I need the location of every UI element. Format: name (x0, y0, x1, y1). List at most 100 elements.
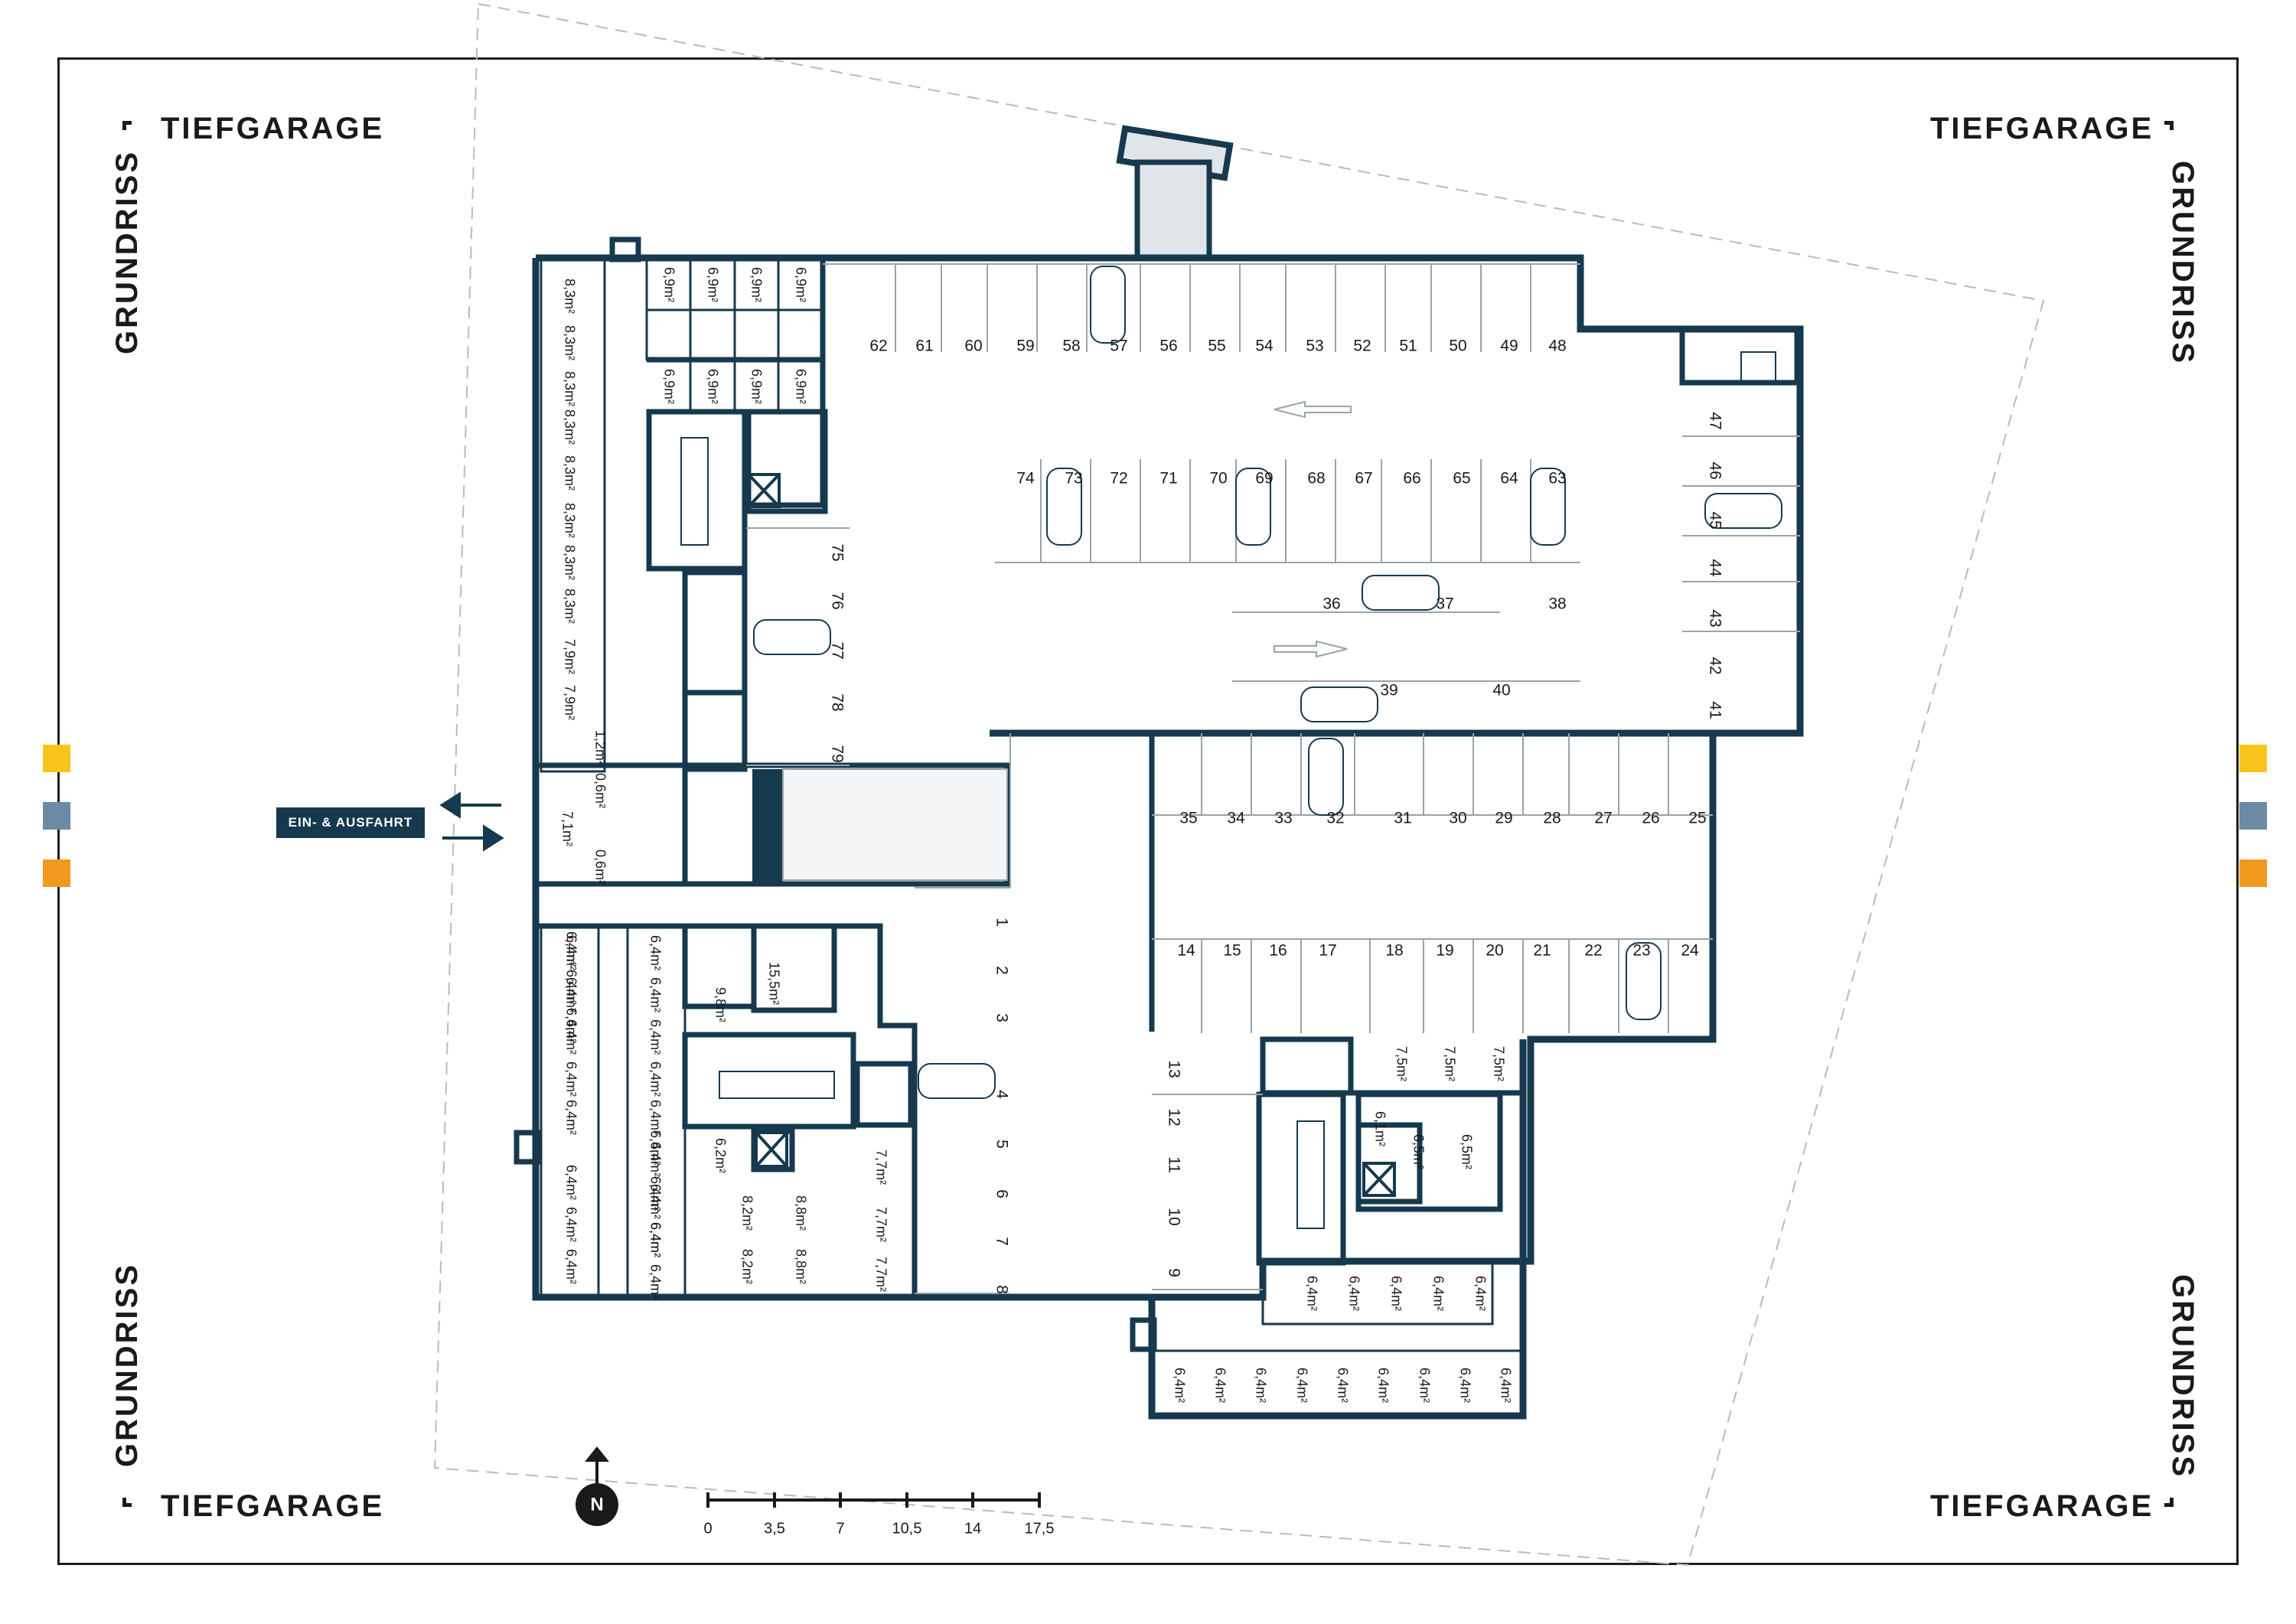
parking-number: 24 (1681, 942, 1699, 960)
parking-number: 64 (1500, 470, 1518, 488)
storage-grid (540, 259, 1525, 1417)
storage-area: 7,5m² (1394, 1046, 1409, 1081)
storage-area: 8,3m² (562, 589, 577, 624)
parking-number: 12 (1165, 1108, 1182, 1126)
entrance-arrows (439, 791, 504, 852)
parking-number: 37 (1436, 595, 1453, 613)
storage-area: 6,4m² (647, 1142, 663, 1177)
storage-area: 6,9m² (661, 267, 677, 302)
scale-bar (706, 1492, 1041, 1508)
parking-number: 8 (993, 1285, 1010, 1294)
parking-number: 77 (828, 641, 846, 659)
swatch-yellow-right (2239, 745, 2267, 772)
car-symbols (753, 266, 1782, 1099)
storage-area: 6,4m² (563, 1061, 579, 1097)
parking-number: 61 (915, 338, 933, 355)
scale-tick-label: 10,5 (892, 1520, 922, 1537)
parking-number: 74 (1016, 470, 1035, 488)
scale-tick-label: 17,5 (1025, 1520, 1055, 1537)
parking-number: 20 (1486, 942, 1503, 960)
storage-area: 6,4m² (563, 1207, 579, 1242)
storage-area: 6,5m² (1459, 1134, 1474, 1169)
storage-area: 6,4m² (647, 1176, 663, 1211)
outer-walls (532, 254, 1804, 1420)
storage-area: 6,4m² (647, 977, 663, 1013)
inner-walls (514, 236, 1800, 1352)
storage-area: 6,4m² (1375, 1368, 1391, 1403)
storage-area: 8,2m² (739, 1195, 755, 1231)
storage-area: 7,9m² (562, 639, 577, 674)
parking-number: 52 (1353, 338, 1371, 355)
parking-number: 13 (1165, 1060, 1182, 1078)
parking-number: 7 (993, 1237, 1010, 1246)
parking-number: 3 (993, 1013, 1010, 1022)
storage-area: 9,8m² (713, 987, 728, 1022)
parking-number: 28 (1543, 810, 1561, 827)
north-arrow (576, 1446, 618, 1526)
entrance-label: EIN- & AUSFAHRT (276, 807, 425, 838)
parking-number: 17 (1319, 942, 1336, 960)
parking-number: 25 (1688, 810, 1706, 827)
parking-areas (746, 263, 1800, 1294)
parking-number: 55 (1208, 338, 1225, 355)
parking-number: 11 (1165, 1156, 1182, 1173)
scale-tick-label: 0 (703, 1520, 712, 1537)
storage-area: 6,9m² (793, 267, 808, 302)
storage-area: 6,4m² (1498, 1368, 1513, 1403)
parking-number: 44 (1706, 559, 1724, 577)
storage-area: 6,4m² (1457, 1368, 1473, 1403)
parking-number: 18 (1385, 942, 1403, 960)
storage-area: 8,3m² (562, 409, 577, 445)
parking-number: 59 (1016, 338, 1034, 355)
parking-number: 56 (1159, 338, 1177, 355)
storage-area: 7,7m² (873, 1207, 889, 1242)
storage-area: 8,8m² (793, 1195, 808, 1231)
storage-area: 6,4m² (647, 1100, 663, 1135)
parking-number: 50 (1449, 338, 1466, 355)
parking-number: 76 (828, 592, 846, 609)
storage-area: 15,5m² (766, 962, 781, 1005)
storage-area: 6,4m² (1212, 1368, 1228, 1403)
storage-area: 6,9m² (748, 369, 764, 404)
storage-area: 6,4m² (647, 1184, 663, 1219)
scale-tick-label: 14 (964, 1520, 981, 1537)
corner-mark-tl (122, 121, 132, 130)
storage-area: 8,3m² (562, 503, 577, 538)
swatch-orange-right (2239, 859, 2267, 887)
parking-number: 16 (1269, 942, 1287, 960)
storage-area: 8,3m² (562, 371, 577, 406)
parking-number: 70 (1209, 470, 1227, 488)
parking-number: 26 (1642, 810, 1659, 827)
parking-number: 9 (1165, 1268, 1182, 1277)
storage-area: 6,4m² (563, 1008, 579, 1043)
heading-top-right: TIEFGARAGE (1930, 112, 2154, 145)
parking-number: 78 (828, 693, 846, 711)
parking-number: 32 (1326, 810, 1344, 827)
parking-number: 63 (1548, 470, 1566, 488)
parking-number: 57 (1110, 338, 1127, 355)
parking-number: 15 (1223, 942, 1241, 960)
parking-number: 14 (1177, 942, 1195, 960)
storage-area: 1,2m² (592, 730, 608, 765)
parking-number: 41 (1706, 701, 1724, 719)
storage-area: 6,1m² (1372, 1111, 1388, 1146)
heading-bottom-left: TIEFGARAGE (161, 1489, 385, 1523)
parking-number: 46 (1706, 461, 1724, 479)
site-boundary (433, 2, 2045, 1567)
heading-top-left: TIEFGARAGE (161, 112, 385, 145)
parking-number: 58 (1062, 338, 1080, 355)
scale-tick-label: 7 (836, 1520, 844, 1537)
storage-area: 6,4m² (1346, 1276, 1362, 1311)
parking-number: 75 (828, 543, 846, 561)
storage-area: 7,5m² (1442, 1046, 1457, 1081)
parking-number: 62 (869, 338, 887, 355)
parking-number: 71 (1159, 470, 1177, 488)
storage-area: 0,6m² (592, 850, 608, 885)
stair-marks (680, 351, 1776, 1229)
parking-number: 31 (1394, 810, 1411, 827)
storage-area: 6,4m² (563, 935, 579, 970)
storage-area: 6,4m² (1388, 1276, 1404, 1311)
storage-area: 6,4m² (647, 935, 663, 970)
storage-area: 7,9m² (562, 685, 577, 720)
